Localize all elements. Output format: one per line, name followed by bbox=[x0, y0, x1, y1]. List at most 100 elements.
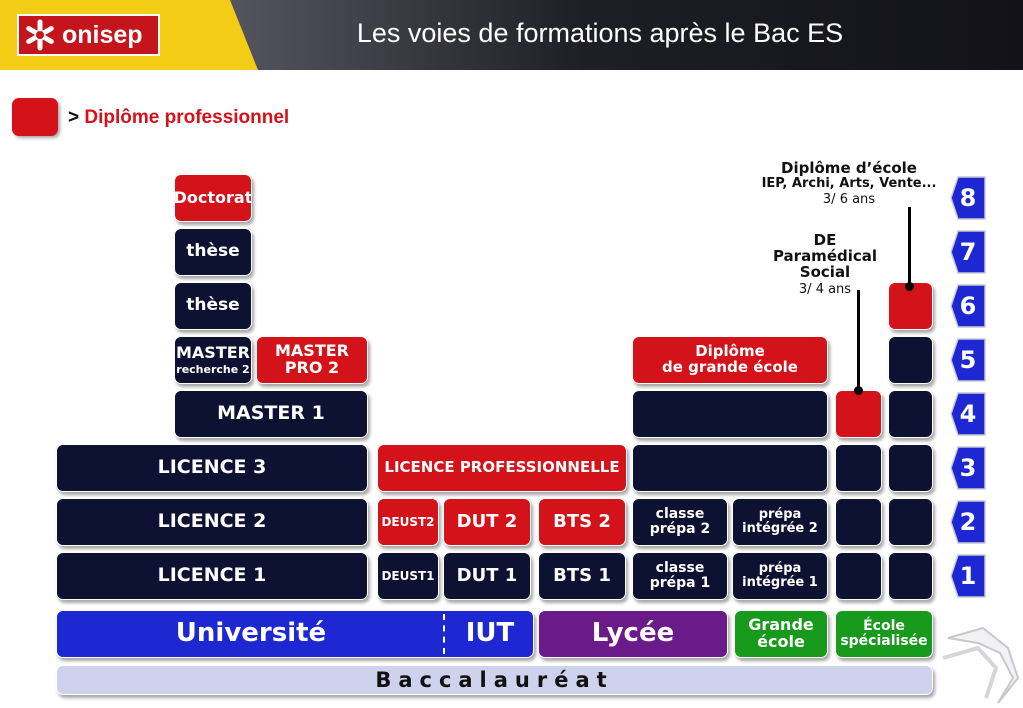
diplome-grande-ecole-line1: Diplôme bbox=[695, 342, 765, 361]
these-year7-label: thèse bbox=[186, 295, 240, 316]
licence1-label: LICENCE 1 bbox=[157, 564, 267, 587]
dut2-label: DUT 2 bbox=[456, 510, 518, 532]
asterisk-logo-icon bbox=[26, 19, 54, 51]
diplome-ecole-sub: IEP, Archi, Arts, Vente... bbox=[761, 175, 937, 191]
prepa-integree1-box[interactable]: prépa intégrée 1 bbox=[732, 552, 828, 600]
these-year8-box[interactable]: thèse bbox=[174, 228, 252, 276]
year-badge-2: 2 bbox=[950, 500, 986, 544]
de-line2: Paramédical bbox=[772, 246, 878, 265]
grande-ecole-year4-box[interactable] bbox=[632, 390, 828, 438]
lycee-label: Lycée bbox=[591, 618, 675, 649]
year-badge-label: 1 bbox=[959, 562, 977, 590]
prepa-integree1-line2: intégrée 1 bbox=[742, 575, 818, 590]
ecole-year3-box[interactable] bbox=[888, 444, 933, 492]
classe-prepa1-box[interactable]: classe prépa 1 bbox=[632, 552, 728, 600]
master1-box[interactable]: MASTER 1 bbox=[174, 390, 368, 438]
licence-pro-label: LICENCE PROFESSIONNELLE bbox=[384, 458, 620, 477]
doctorat-box[interactable]: Doctorat bbox=[174, 174, 252, 222]
prepa-integree2-box[interactable]: prépa intégrée 2 bbox=[732, 498, 828, 546]
licence3-label: LICENCE 3 bbox=[157, 456, 267, 479]
licence3-box[interactable]: LICENCE 3 bbox=[56, 444, 368, 492]
ecole-year5-box[interactable] bbox=[888, 336, 933, 384]
legend-label-text: Diplôme professionnel bbox=[84, 107, 290, 128]
grande-ecole-bar[interactable]: Grande école bbox=[734, 610, 828, 658]
licence-pro-box[interactable]: LICENCE PROFESSIONNELLE bbox=[377, 444, 627, 492]
grande-ecole-year3-box[interactable] bbox=[632, 444, 828, 492]
lycee-bar[interactable]: Lycée bbox=[538, 610, 728, 658]
de-connector bbox=[857, 290, 860, 390]
classe-prepa1-line2: prépa 1 bbox=[649, 575, 711, 591]
onisep-logo[interactable]: onisep bbox=[17, 14, 160, 56]
de-year1-box[interactable] bbox=[835, 552, 882, 600]
legend-arrow: > bbox=[68, 107, 80, 128]
year-badge-label: 4 bbox=[959, 400, 977, 428]
de-year3-box[interactable] bbox=[835, 444, 882, 492]
ecole-year1-box[interactable] bbox=[888, 552, 933, 600]
diplome-grande-ecole-line2: de grande école bbox=[662, 358, 798, 376]
bts1-box[interactable]: BTS 1 bbox=[538, 552, 626, 600]
baccalaureat-label: Baccalauréat bbox=[375, 667, 614, 692]
licence2-box[interactable]: LICENCE 2 bbox=[56, 498, 368, 546]
classe-prepa1-line1: classe bbox=[655, 560, 705, 577]
prepa-integree2-line2: intégrée 2 bbox=[742, 521, 818, 536]
year-badge-4: 4 bbox=[950, 392, 986, 436]
year-badge-label: 6 bbox=[959, 292, 977, 320]
de-annotation: DE Paramédical Social 3/ 4 ans bbox=[770, 231, 880, 298]
curved-arrow-icon bbox=[942, 626, 1020, 704]
deust2-label: DEUST2 bbox=[381, 514, 435, 529]
year-badge-1: 1 bbox=[950, 554, 986, 598]
diplome-ecole-connector bbox=[908, 207, 911, 287]
doctorat-label: Doctorat bbox=[173, 187, 253, 207]
master-recherche-sub: recherche 2 bbox=[176, 362, 250, 376]
de-years: 3/ 4 ans bbox=[798, 282, 852, 298]
baccalaureat-bar[interactable]: Baccalauréat bbox=[56, 665, 933, 695]
grande-ecole-line2: école bbox=[757, 632, 805, 651]
universite-label: Université bbox=[175, 618, 327, 649]
classe-prepa2-line2: prépa 2 bbox=[649, 521, 711, 537]
header-dark-band bbox=[230, 0, 1023, 70]
year-badge-label: 7 bbox=[959, 238, 977, 266]
de-year2-box[interactable] bbox=[835, 498, 882, 546]
classe-prepa2-line1: classe bbox=[655, 506, 705, 523]
de-connector-dot bbox=[854, 386, 863, 395]
diplome-grande-ecole-box[interactable]: Diplôme de grande école bbox=[632, 336, 828, 384]
bts2-box[interactable]: BTS 2 bbox=[538, 498, 626, 546]
deust2-box[interactable]: DEUST2 bbox=[377, 498, 439, 546]
legend-swatch-red bbox=[12, 98, 58, 136]
master-pro-box[interactable]: MASTER PRO 2 bbox=[256, 336, 368, 384]
ecole-year2-box[interactable] bbox=[888, 498, 933, 546]
these-year7-box[interactable]: thèse bbox=[174, 282, 252, 330]
master1-label: MASTER 1 bbox=[217, 402, 325, 425]
ecole-specialisee-bar[interactable]: École spécialisée bbox=[835, 610, 933, 658]
classe-prepa2-box[interactable]: classe prépa 2 bbox=[632, 498, 728, 546]
dut2-box[interactable]: DUT 2 bbox=[443, 498, 531, 546]
year-badge-6: 6 bbox=[950, 284, 986, 328]
year-badge-label: 2 bbox=[959, 508, 977, 536]
year-badge-8: 8 bbox=[950, 176, 986, 220]
grande-ecole-line1: Grande bbox=[748, 615, 814, 635]
diplome-ecole-title: Diplôme d’école bbox=[781, 159, 917, 177]
these-year8-label: thèse bbox=[186, 241, 240, 262]
diplome-ecole-annotation: Diplôme d’école IEP, Archi, Arts, Vente.… bbox=[756, 159, 942, 208]
legend-label: > Diplôme professionnel bbox=[68, 107, 289, 129]
deust1-box[interactable]: DEUST1 bbox=[377, 552, 439, 600]
licence2-label: LICENCE 2 bbox=[157, 510, 267, 533]
logo-text: onisep bbox=[62, 20, 143, 49]
prepa-integree2-line1: prépa bbox=[758, 507, 802, 523]
master-pro-label: MASTER PRO 2 bbox=[275, 341, 349, 377]
year-badge-3: 3 bbox=[950, 446, 986, 490]
year-badge-label: 8 bbox=[959, 184, 977, 212]
licence1-box[interactable]: LICENCE 1 bbox=[56, 552, 368, 600]
de-line1: DE bbox=[813, 231, 837, 249]
prepa-integree1-line1: prépa bbox=[758, 561, 802, 577]
dut1-box[interactable]: DUT 1 bbox=[443, 552, 531, 600]
diplome-ecole-years: 3/ 6 ans bbox=[822, 192, 876, 208]
ecole-specialisee-line1: École bbox=[863, 618, 905, 635]
ecole-year4-box[interactable] bbox=[888, 390, 933, 438]
master-recherche-title: MASTER bbox=[176, 342, 250, 362]
dut1-label: DUT 1 bbox=[456, 564, 518, 586]
universite-iut-bar[interactable]: Université IUT bbox=[56, 610, 534, 658]
de-paramedical-box[interactable] bbox=[835, 390, 882, 438]
diplome-ecole-connector-dot bbox=[905, 282, 914, 291]
master-recherche-box[interactable]: MASTER recherche 2 bbox=[174, 336, 252, 384]
